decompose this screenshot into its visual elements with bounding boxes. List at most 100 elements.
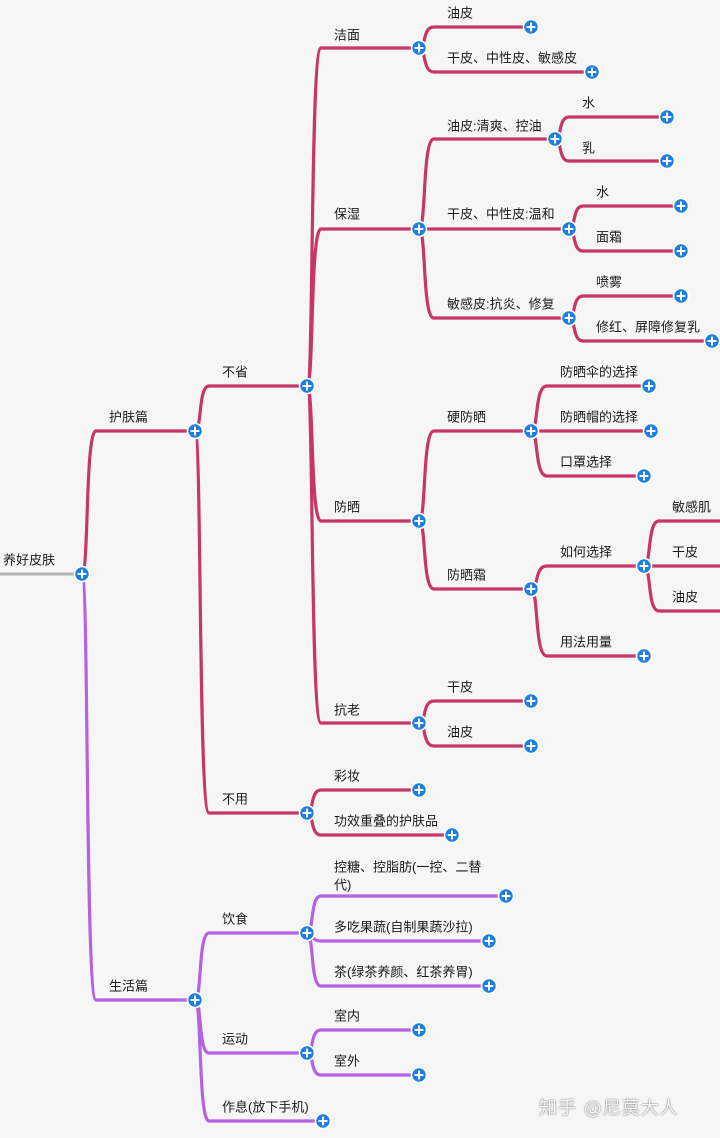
skincare-must-cleanse-oily-expand-button[interactable] bbox=[522, 18, 540, 36]
lifestyle-diet-fruit-expand-button[interactable] bbox=[480, 932, 498, 950]
skincare-label-label: 护肤篇 bbox=[109, 409, 148, 424]
skincare-must-sunscreen-cream-usage-expand-button[interactable] bbox=[635, 647, 653, 665]
skincare-skip-makeup-label: 彩妆 bbox=[334, 768, 360, 783]
skincare-must-sunscreen-label-label: 防晒 bbox=[334, 499, 360, 514]
skincare-must-sunscreen-hard-label-expand-button[interactable] bbox=[522, 422, 540, 440]
skincare-must-moisturize-sensitive-label-label: 敏感皮:抗炎、修复 bbox=[447, 296, 555, 311]
plus-icon bbox=[646, 426, 656, 436]
skincare-must-cleanse-dry-neutral-sensitive-expand-button[interactable] bbox=[583, 63, 601, 81]
skincare-must-antiaging-oily-expand-button[interactable] bbox=[522, 737, 540, 755]
skincare-must-moisturize-oily-label-label: 油皮:清爽、控油 bbox=[447, 118, 542, 133]
skincare-must-moisturize-sensitive-repair-expand-button[interactable] bbox=[703, 332, 720, 350]
skincare-must-moisturize-dry-label-expand-button[interactable] bbox=[560, 220, 578, 238]
skincare-must-sunscreen-hard-mask-expand-button[interactable] bbox=[635, 467, 653, 485]
skincare-must-cleanse-label-label: 洁面 bbox=[334, 27, 360, 42]
lifestyle-exercise-outdoor-expand-button[interactable] bbox=[410, 1066, 428, 1084]
skincare-must-sunscreen-hard-hat-expand-button[interactable] bbox=[642, 422, 660, 440]
skincare-must-moisturize-sensitive-spray-label: 喷雾 bbox=[596, 274, 622, 289]
plus-icon bbox=[526, 741, 536, 751]
skincare-must-label-expand-button[interactable] bbox=[298, 377, 316, 395]
skincare-must-moisturize-dry-cream-label: 面霜 bbox=[596, 229, 622, 244]
lifestyle-diet-label-expand-button[interactable] bbox=[298, 924, 316, 942]
plus-icon bbox=[526, 426, 536, 436]
skincare-must-antiaging-dry-expand-button[interactable] bbox=[522, 692, 540, 710]
skincare-skip-overlap-label: 功效重叠的护肤品 bbox=[334, 813, 438, 828]
plus-icon bbox=[707, 336, 717, 346]
lifestyle-diet-tea-label: 茶(绿茶养颜、红茶养胃) bbox=[334, 964, 473, 979]
lifestyle-exercise-indoor-expand-button[interactable] bbox=[410, 1021, 428, 1039]
plus-icon bbox=[302, 381, 312, 391]
root-expand-button[interactable] bbox=[73, 565, 91, 583]
plus-icon bbox=[77, 569, 87, 579]
skincare-must-moisturize-dry-label-label: 干皮、中性皮:温和 bbox=[447, 206, 555, 221]
plus-icon bbox=[550, 134, 560, 144]
lifestyle-label-expand-button[interactable] bbox=[186, 991, 204, 1009]
plus-icon bbox=[414, 224, 424, 234]
lifestyle-diet-sugar-line1-expand-button[interactable] bbox=[497, 887, 515, 905]
skincare-must-sunscreen-hard-hat-label: 防晒帽的选择 bbox=[560, 409, 638, 424]
plus-icon bbox=[484, 936, 494, 946]
skincare-must-sunscreen-cream-label-connector bbox=[417, 519, 435, 591]
lifestyle-diet-tea-expand-button[interactable] bbox=[480, 977, 498, 995]
plus-icon bbox=[639, 561, 649, 571]
skincare-skip-overlap-expand-button[interactable] bbox=[443, 826, 461, 844]
skincare-must-antiaging-label-expand-button[interactable] bbox=[410, 714, 428, 732]
skincare-must-moisturize-oily-lotion-expand-button[interactable] bbox=[658, 152, 676, 170]
plus-icon bbox=[414, 43, 424, 53]
skincare-must-moisturize-dry-cream-expand-button[interactable] bbox=[672, 242, 690, 260]
skincare-must-moisturize-sensitive-label-expand-button[interactable] bbox=[560, 309, 578, 327]
skincare-must-moisturize-label-expand-button[interactable] bbox=[410, 220, 428, 238]
skincare-must-moisturize-sensitive-spray-expand-button[interactable] bbox=[672, 287, 690, 305]
skincare-must-moisturize-oily-label-expand-button[interactable] bbox=[546, 130, 564, 148]
plus-icon bbox=[302, 1048, 312, 1058]
plus-icon bbox=[564, 313, 574, 323]
skincare-label-expand-button[interactable] bbox=[186, 422, 204, 440]
plus-icon bbox=[302, 928, 312, 938]
skincare-must-sunscreen-cream-choose-oily-label: 油皮 bbox=[672, 589, 698, 604]
skincare-skip-label-expand-button[interactable] bbox=[298, 804, 316, 822]
skincare-must-sunscreen-hard-umbrella-expand-button[interactable] bbox=[640, 377, 658, 395]
plus-icon bbox=[644, 381, 654, 391]
lifestyle-diet-fruit-label: 多吃果蔬(自制果蔬沙拉) bbox=[334, 919, 473, 934]
skincare-must-sunscreen-label-expand-button[interactable] bbox=[410, 512, 428, 530]
skincare-must-moisturize-oily-water-expand-button[interactable] bbox=[658, 108, 676, 126]
skincare-must-moisturize-dry-water-expand-button[interactable] bbox=[672, 197, 690, 215]
skincare-must-cleanse-label-connector bbox=[305, 46, 323, 388]
skincare-must-cleanse-label-expand-button[interactable] bbox=[410, 39, 428, 57]
watermark: 知乎 @尼莫大人 bbox=[539, 1098, 679, 1119]
lifestyle-diet-sugar-line2-label: 代) bbox=[334, 877, 351, 892]
plus-icon bbox=[318, 1116, 328, 1126]
skincare-must-sunscreen-hard-label-connector bbox=[417, 429, 435, 523]
lifestyle-exercise-indoor-label: 室内 bbox=[334, 1008, 360, 1023]
skincare-must-sunscreen-cream-label-expand-button[interactable] bbox=[522, 580, 540, 598]
lifestyle-rest-expand-button[interactable] bbox=[314, 1112, 332, 1130]
lifestyle-diet-sugar-line1-label: 控糖、控脂肪(一控、二替 bbox=[334, 859, 481, 874]
skincare-must-antiaging-oily-label: 油皮 bbox=[447, 724, 473, 739]
skincare-must-sunscreen-cream-choose-sensitive-label: 敏感肌 bbox=[672, 499, 711, 514]
skincare-must-moisturize-label-label: 保湿 bbox=[334, 206, 360, 221]
skincare-skip-makeup-expand-button[interactable] bbox=[410, 781, 428, 799]
skincare-must-sunscreen-cream-choose-label-expand-button[interactable] bbox=[635, 557, 653, 575]
plus-icon bbox=[501, 891, 511, 901]
skincare-must-sunscreen-cream-label-label: 防晒霜 bbox=[447, 567, 486, 582]
plus-icon bbox=[662, 112, 672, 122]
mindmap-edges bbox=[0, 25, 720, 1123]
lifestyle-exercise-label-expand-button[interactable] bbox=[298, 1044, 316, 1062]
skincare-must-moisturize-sensitive-repair-label: 修红、屏障修复乳 bbox=[596, 319, 700, 334]
skincare-must-cleanse-oily-label: 油皮 bbox=[447, 5, 473, 20]
lifestyle-label-connector bbox=[80, 572, 98, 1002]
plus-icon bbox=[484, 981, 494, 991]
plus-icon bbox=[414, 718, 424, 728]
skincare-skip-label-connector bbox=[193, 429, 211, 815]
mindmap-labels: 养好皮肤护肤篇不省洁面油皮干皮、中性皮、敏感皮保湿油皮:清爽、控油水乳干皮、中性… bbox=[3, 5, 711, 1114]
skincare-must-sunscreen-hard-umbrella-label: 防晒伞的选择 bbox=[560, 364, 638, 379]
plus-icon bbox=[190, 426, 200, 436]
lifestyle-label-label: 生活篇 bbox=[109, 978, 148, 993]
skincare-must-sunscreen-cream-usage-label: 用法用量 bbox=[560, 634, 612, 649]
skincare-skip-label-label: 不用 bbox=[222, 791, 248, 806]
plus-icon bbox=[662, 156, 672, 166]
lifestyle-rest-label: 作息(放下手机) bbox=[222, 1099, 309, 1114]
plus-icon bbox=[190, 995, 200, 1005]
skincare-must-moisturize-dry-water-label: 水 bbox=[596, 184, 609, 199]
